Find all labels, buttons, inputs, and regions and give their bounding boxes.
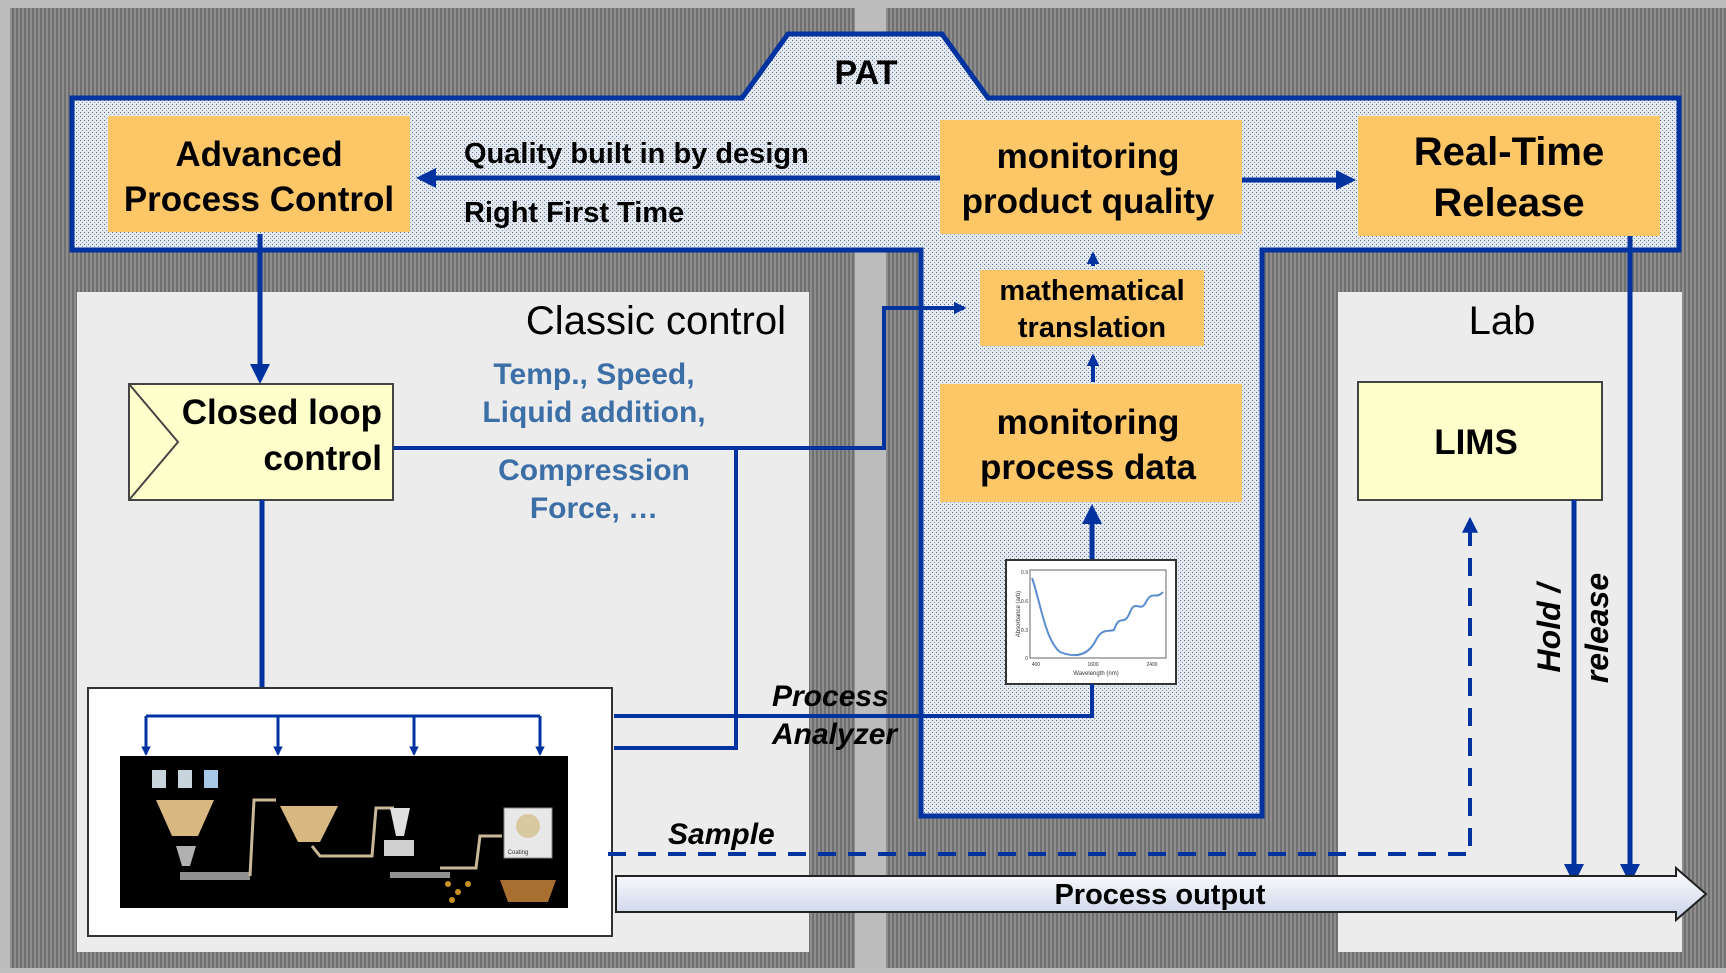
mpd-line-1: monitoring (997, 403, 1180, 442)
process-analyzer-line-1: Process (772, 680, 889, 713)
classic-control-title: Classic control (526, 299, 786, 343)
apc-line-2: Process Control (124, 180, 394, 219)
hopper-3 (204, 770, 218, 788)
lims-label: LIMS (1434, 423, 1518, 462)
tablet-3 (465, 881, 471, 887)
spectrum-plot-area (1029, 569, 1167, 659)
sample-dashed-line (608, 516, 1478, 856)
controller-chevron-icon (128, 383, 180, 501)
process-plant: Coating (87, 687, 613, 937)
pat-label: PAT (835, 54, 898, 92)
coated-tablets (500, 880, 556, 902)
spectrum-ylabel: Absorbance (arb) (1016, 591, 1022, 637)
param-line-4: Force, … (530, 492, 658, 525)
closed-loop-line-2: control (263, 439, 382, 478)
process-analyzer-line-2: Analyzer (771, 718, 899, 751)
granulator (280, 806, 338, 842)
coating-label: Coating (508, 850, 529, 856)
closed-loop-line-1: Closed loop (182, 393, 382, 432)
advanced-process-control-box (108, 116, 410, 232)
quality-by-design-text: Quality built in by design (464, 138, 809, 170)
rtr-line-1: Real-Time (1414, 130, 1604, 174)
tablet-press-feeder (390, 808, 410, 836)
hopper-2 (178, 770, 192, 788)
blender-cone (156, 800, 214, 836)
xtick-3: 2400 (1146, 662, 1157, 668)
param-line-1: Temp., Speed, (493, 358, 694, 391)
mpq-line-2: product quality (962, 182, 1215, 221)
mt-line-2: translation (1018, 312, 1166, 344)
right-first-time-text: Right First Time (464, 197, 684, 229)
real-time-release-box (1358, 116, 1660, 236)
mill (176, 846, 196, 866)
sample-label: Sample (668, 818, 775, 851)
closed-loop-rect (128, 383, 394, 501)
process-output-arrow (615, 865, 1708, 923)
closed-loop-control-box: Closed loop control (128, 383, 394, 501)
lims-box (1357, 381, 1603, 501)
rtr-line-2: Release (1433, 181, 1584, 225)
mpd-line-2: process data (980, 448, 1196, 487)
param-line-3: Compression (498, 454, 690, 487)
closed-loop-to-math-line (393, 301, 967, 450)
apc-line-1: Advanced (175, 135, 342, 174)
pat-frame (69, 31, 1682, 819)
mt-line-1: mathematical (999, 275, 1184, 307)
hopper-1 (152, 770, 166, 788)
tablet-press (384, 840, 414, 856)
monitoring-process-data-box (940, 384, 1242, 502)
process-analyzer-line (614, 684, 1094, 718)
process-output-label: Process output (1054, 879, 1265, 911)
ytick-3: 0.3 (1021, 628, 1028, 634)
xtick-2: 1600 (1087, 662, 1098, 668)
screw-feeder (180, 872, 250, 880)
spectrum-xlabel: Wavelength (nm) (1073, 671, 1118, 677)
tablet-1 (445, 881, 451, 887)
mathematical-translation-box (980, 270, 1204, 346)
nir-spectrum-inset: 0.9 0.6 0.3 0 400 1600 2400 Wavelength (… (1005, 559, 1177, 685)
ytick-4: 0 (1025, 656, 1028, 662)
pipe-3 (440, 834, 502, 870)
spectrum-curve (1031, 577, 1164, 657)
mpq-line-1: monitoring (997, 137, 1180, 176)
tablet-2 (455, 889, 461, 895)
param-line-2: Liquid addition, (482, 396, 705, 429)
ytick-2: 0.6 (1021, 599, 1028, 605)
monitoring-product-quality-box (940, 120, 1242, 234)
hold-release-line-1: Hold / (1531, 580, 1567, 672)
coating-drum-window (516, 814, 540, 838)
xtick-1: 400 (1032, 662, 1041, 668)
ytick-1: 0.9 (1021, 570, 1028, 576)
pipe-2 (310, 806, 394, 858)
pipe-1 (248, 798, 276, 877)
tablet-chute (390, 872, 450, 878)
lab-title: Lab (1469, 299, 1536, 343)
hold-release-line-2: release (1579, 573, 1615, 683)
closed-loop-feedback-line (614, 448, 738, 750)
tablet-4 (449, 897, 455, 903)
